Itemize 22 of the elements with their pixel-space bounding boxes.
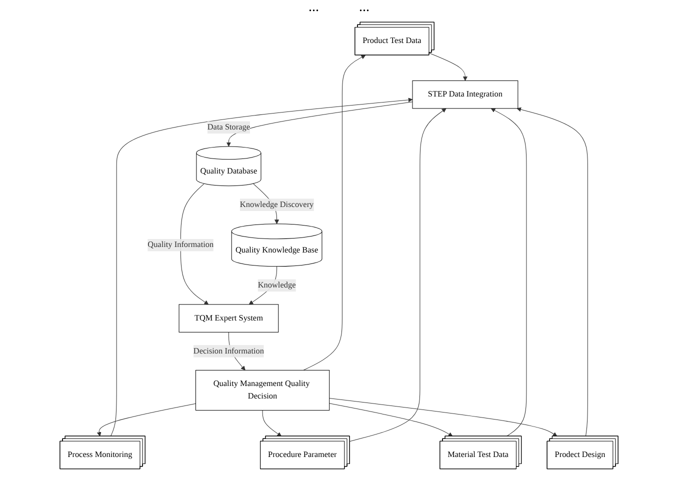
edge-label: Data Storage (207, 122, 250, 132)
node-box: Quality Management Quality Decision (195, 370, 330, 411)
edge-label: Knowledge Discovery (240, 200, 314, 209)
edge-label: Quality Information (148, 240, 214, 250)
arrow (516, 107, 588, 437)
edge-label: Decision Information (193, 346, 264, 356)
arrow (329, 398, 558, 436)
node-box: STEP Data Integration (412, 80, 518, 109)
ellipsis-text: ... (308, 0, 319, 17)
arrow (350, 108, 446, 442)
arrow (180, 183, 209, 305)
arrow (428, 52, 468, 81)
edge-label: Knowledge (258, 280, 296, 290)
arrow (329, 403, 453, 436)
arrow (110, 98, 413, 437)
arrow (96, 403, 196, 436)
arrow (490, 108, 527, 437)
arrow (262, 410, 282, 436)
arrow (303, 55, 366, 370)
node-box: TQM Expert System (178, 304, 279, 332)
arrow (226, 102, 413, 147)
ellipsis-text: ... (359, 0, 370, 17)
